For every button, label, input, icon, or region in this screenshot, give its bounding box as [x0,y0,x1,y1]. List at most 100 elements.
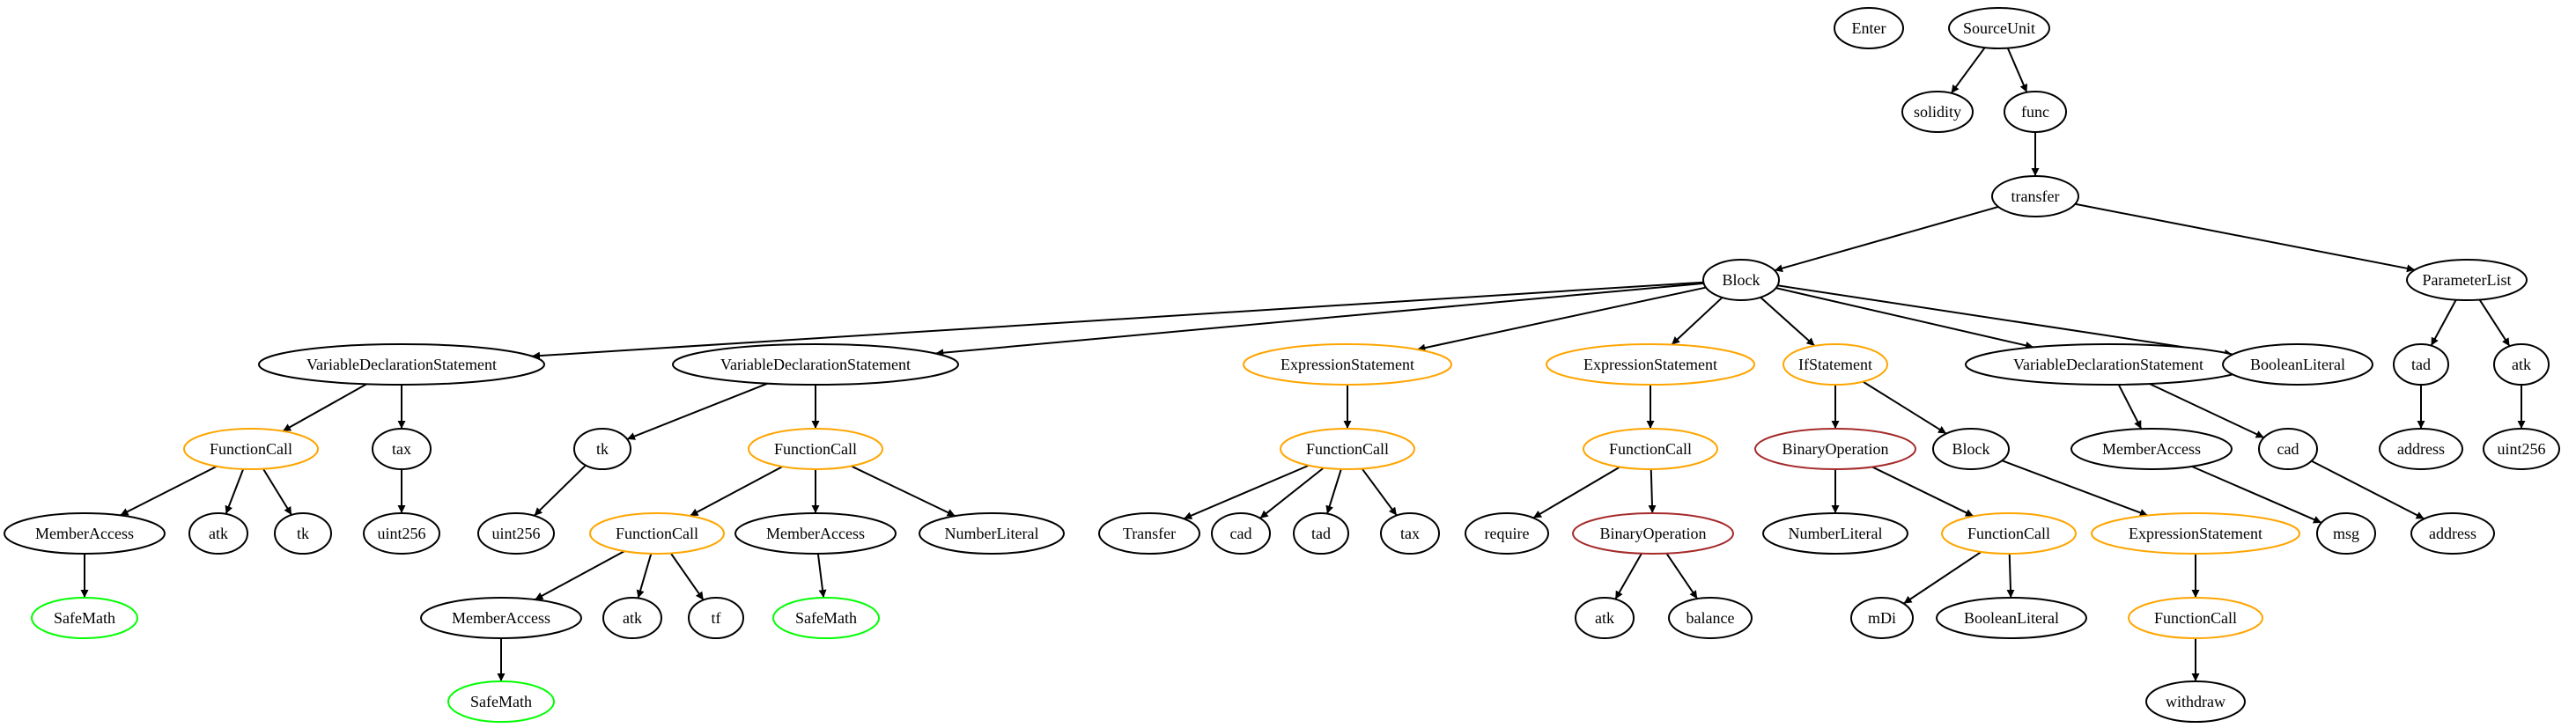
node-ellipse [183,428,319,470]
node-label: atk [2512,356,2531,373]
node-label: withdraw [2166,693,2225,710]
edge-block-to-es2 [1671,297,1723,346]
node-label: FunctionCall [1967,525,2050,542]
node-ma4: MemberAccess [2070,428,2233,470]
node-solidity: solidity [1901,91,1974,133]
node-ellipse [1702,259,1780,301]
edge-binop1-to-balance [1665,553,1699,599]
node-uint256_p: uint256 [2483,428,2560,470]
edge-fc4-to-tax2 [1361,467,1398,517]
node-label: require [1485,525,1530,542]
edge-sourceunit-to-func [2006,48,2028,93]
node-label: cad [1230,525,1252,542]
edge-ma4-to-msg [2191,465,2322,524]
node-ellipse [363,512,440,555]
node-uint256_2: uint256 [477,512,555,555]
node-vds3: VariableDeclarationStatement [1965,343,2252,386]
node-ellipse [2128,597,2263,639]
node-ellipse [31,597,138,639]
node-label: tf [712,609,721,627]
node-es2: ExpressionStatement [1546,343,1755,386]
edge-fc1-to-tk1 [262,468,292,516]
node-balance: balance [1668,597,1753,639]
node-label: msg [2333,525,2359,542]
edge-block-to-ifst [1760,297,1816,347]
node-label: FunctionCall [210,440,292,458]
node-paramlist: ParameterList [2406,259,2528,301]
edge-fc3-to-atk2 [636,553,653,599]
node-mdi: mDi [1850,597,1914,639]
node-ellipse [748,428,883,470]
edge-fc6-to-boollit1 [2006,553,2015,599]
node-tf: tf [688,597,744,639]
node-ellipse [2483,428,2560,470]
edge-sourceunit-to-solidity [1950,47,1986,94]
node-label: BinaryOperation [1600,525,1707,542]
edge-paramlist-to-tad_p [2430,299,2457,347]
node-fc3: FunctionCall [589,512,725,555]
node-boollit1: BooleanLiteral [1936,597,2087,639]
node-boollit2: BooleanLiteral [2222,343,2373,386]
edge-ma2-to-safemath3 [816,553,827,599]
node-atk2: atk [602,597,662,639]
node-label: tk [297,525,309,542]
node-label: cad [2277,440,2299,458]
edge-fc1-to-atk1 [225,468,245,515]
edge-fc2-to-numlit1 [851,465,956,518]
node-label: FunctionCall [1609,440,1692,458]
edge-cad2-to-address2 [2311,460,2425,520]
node-ellipse [1243,343,1452,386]
node-safemath2: SafeMath [447,680,555,723]
node-label: balance [1687,609,1735,627]
node-label: uint256 [2497,440,2545,458]
edges-layer [80,47,2526,681]
edge-fc5-to-binop1 [1648,468,1657,514]
node-ellipse [1575,597,1635,639]
node-atk_p: atk [2493,343,2550,386]
node-tad1: tad [1293,512,1349,555]
node-fc7: FunctionCall [2128,597,2263,639]
node-ellipse [1572,512,1734,555]
node-label: FunctionCall [774,440,857,458]
node-ellipse [602,597,662,639]
node-block2: Block [1932,428,2010,470]
node-ellipse [1668,597,1753,639]
node-enter: Enter [1834,7,1904,49]
edge-transfer-to-block [1774,205,1999,273]
node-tk1: tk [274,512,332,555]
node-safemath1: SafeMath [31,597,138,639]
edge-block-to-boollit2 [1777,284,2233,357]
node-label: FunctionCall [616,525,698,542]
node-ellipse [688,597,744,639]
node-ellipse [1901,91,1974,133]
node-label: address [2397,440,2445,458]
edge-block-to-vds3 [1775,287,2034,349]
node-tad_p: tad [2393,343,2449,386]
node-label: Block [1952,440,1990,458]
node-ellipse [1762,512,1908,555]
node-label: ExpressionStatement [2129,525,2262,542]
node-label: MemberAccess [452,609,550,627]
node-uint256_1: uint256 [363,512,440,555]
node-label: mDi [1868,609,1896,627]
node-label: Enter [1852,19,1886,37]
node-sourceunit: SourceUnit [1948,7,2050,49]
node-ellipse [2316,512,2376,555]
node-label: SafeMath [54,609,115,627]
node-label: tax [1400,525,1420,542]
node-label: Block [1723,271,1760,289]
node-ellipse [1754,428,1916,470]
node-ellipse [258,343,545,386]
node-ellipse [4,512,166,555]
node-ellipse [1783,343,1888,386]
node-label: SourceUnit [1963,19,2035,37]
node-ellipse [2258,428,2318,470]
node-address2: address [2410,512,2495,555]
node-ellipse [1932,428,2010,470]
node-vds1: VariableDeclarationStatement [258,343,545,386]
node-fc5: FunctionCall [1583,428,1718,470]
node-ellipse [1293,512,1349,555]
node-ellipse [1211,512,1271,555]
node-ellipse [1850,597,1914,639]
